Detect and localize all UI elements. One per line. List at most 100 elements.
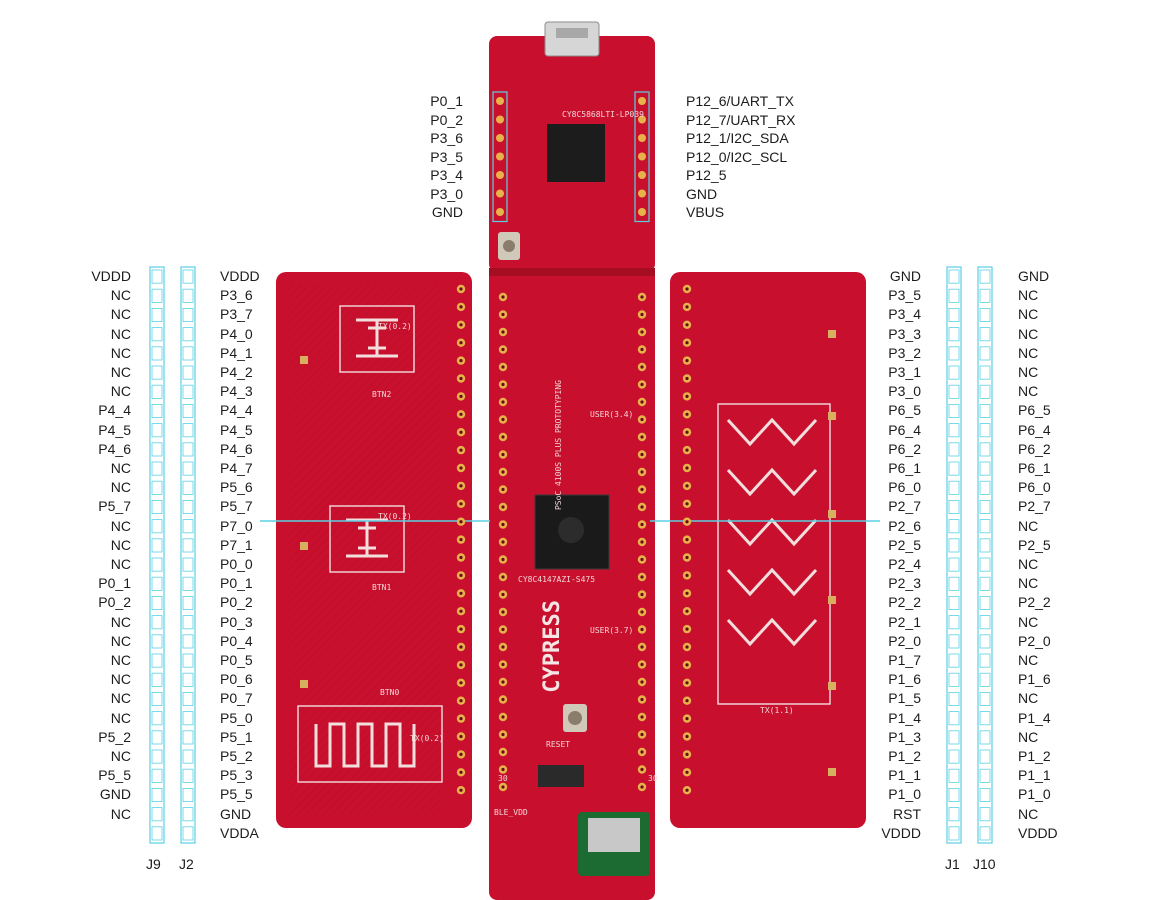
j2-pin-label: P4_0 <box>220 325 253 342</box>
j2-pin-label: P7_0 <box>220 517 253 534</box>
capsense-slider <box>717 403 831 705</box>
j2-title: J2 <box>179 856 194 872</box>
j1-pin-label: P2_7 <box>888 498 921 515</box>
j9-pin-label: P4_4 <box>98 402 131 419</box>
j2-pin-label: P5_6 <box>220 479 253 496</box>
j1-pin-label: P6_4 <box>888 421 921 438</box>
top-right-pin-label: P12_1/I2C_SDA <box>686 130 789 146</box>
j10-pin-label: NC <box>1018 383 1039 400</box>
j9-pin-label: P0_2 <box>98 594 131 611</box>
kit-title-silk: PSoC 4100S PLUS PROTOTYPING <box>554 380 563 511</box>
j10-pin-label: P1_2 <box>1018 748 1051 764</box>
j10-pin-label: NC <box>1018 325 1039 342</box>
j9-pin-label: P0_1 <box>98 575 131 592</box>
j1-pin-label: P2_5 <box>888 536 921 553</box>
btn0-pad <box>297 705 443 783</box>
j1-pin-label: P6_5 <box>888 402 921 419</box>
j9-pin-label: P5_2 <box>98 728 131 745</box>
j10-pin-label: P2_2 <box>1018 594 1051 611</box>
j10-pin-label: NC <box>1018 306 1039 323</box>
j1-pin-label: P2_6 <box>888 517 921 534</box>
j1-pin-label: RST <box>893 805 921 822</box>
j1-pin-label: P1_0 <box>888 786 921 803</box>
j1-pin-label: VDDD <box>881 824 921 841</box>
j9-pin-label: NC <box>110 364 131 380</box>
cypress-logo-text: CYPRESS <box>540 600 565 693</box>
j9-pin-label: NC <box>110 536 131 553</box>
slide-switch <box>538 765 584 787</box>
j9-pin-label: NC <box>110 306 131 323</box>
j10-pin-label: P6_1 <box>1018 460 1051 476</box>
j2-pin-label: P0_2 <box>220 594 253 611</box>
user-switch-label: USER(3.7) <box>590 626 634 635</box>
j2-pin-label: P0_4 <box>220 632 253 649</box>
j9-pin-label: NC <box>110 460 131 476</box>
j1-pin-label: P1_7 <box>888 652 921 668</box>
j1-pin-label: P1_2 <box>888 748 921 764</box>
usb-part-silk: CY8C5868LTI-LP039 <box>562 110 644 119</box>
board-left-pad-column <box>498 292 508 792</box>
j10-pin-label: NC <box>1018 556 1039 572</box>
j1-pin-label: P2_1 <box>888 613 921 630</box>
top-right-pin-label: VBUS <box>686 204 725 220</box>
top-left-pin-label: P3_6 <box>430 130 463 146</box>
j2-pin-label: P5_5 <box>220 786 253 803</box>
j9-pin-label: NC <box>110 287 131 304</box>
j2-pin-label: P0_5 <box>220 652 253 668</box>
j9-pin-label: NC <box>110 690 131 707</box>
tx11-label: TX(1.1) <box>760 706 794 715</box>
j10-pin-label: NC <box>1018 728 1039 745</box>
j10-title: J10 <box>973 856 996 872</box>
j9-pin-label: NC <box>110 517 131 534</box>
top-right-pin-label: GND <box>686 185 718 202</box>
j2-pin-label: P4_5 <box>220 421 253 438</box>
j2-pin-label: P5_2 <box>220 748 253 764</box>
j10-pin-label: P1_6 <box>1018 671 1051 688</box>
j10-pin-label: P2_7 <box>1018 498 1051 515</box>
top-left-pin-label: P3_4 <box>430 167 463 183</box>
j2-pin-label: P5_7 <box>220 498 253 515</box>
j1-pin-label: P6_1 <box>888 460 921 476</box>
j9-pin-label: NC <box>110 383 131 400</box>
tx02-label-bottom: TX(0.2) <box>410 734 444 743</box>
j9-pin-label: P5_7 <box>98 498 131 515</box>
left-panel-pad-column <box>456 284 466 795</box>
tx02-label-mid: TX(0.2) <box>378 512 412 521</box>
j9-pin-label: NC <box>110 632 131 649</box>
j10-pin-label: NC <box>1018 364 1039 380</box>
j9-pin-label: P5_5 <box>98 767 131 784</box>
top-left-pin-label: GND <box>431 204 463 220</box>
j1-header-strip <box>946 266 962 844</box>
top-left-header-strip <box>492 91 508 223</box>
j2-pin-label: P3_7 <box>220 306 253 323</box>
j2-pin-label: P0_1 <box>220 575 253 592</box>
board-right-pad-column <box>637 292 647 792</box>
j9-title: J9 <box>146 856 161 872</box>
main-part-silk: CY8C4147AZI-S475 <box>518 575 596 584</box>
j2-pin-label: VDDD <box>220 268 260 284</box>
j2-pin-label: P5_0 <box>220 709 253 726</box>
j2-pin-label: P4_1 <box>220 344 253 361</box>
j2-pin-label: P4_2 <box>220 364 253 380</box>
top-right-pin-label: P12_0/I2C_SCL <box>686 148 788 165</box>
j10-pin-label: NC <box>1018 690 1039 707</box>
top-left-pin-label: P0_1 <box>430 93 463 109</box>
j9-pin-label: NC <box>110 325 131 342</box>
j10-pin-label: NC <box>1018 613 1039 630</box>
j9-pin-label: NC <box>110 344 131 361</box>
j10-pin-label: P1_1 <box>1018 767 1051 784</box>
top-right-header-strip <box>634 91 650 223</box>
top-left-pin-label: P3_0 <box>430 185 463 202</box>
j2-pin-label: P4_7 <box>220 460 253 476</box>
j10-pin-label: P6_2 <box>1018 440 1051 457</box>
top-right-pin-label: P12_5 <box>686 167 727 183</box>
j10-pin-label: VDDD <box>1018 824 1058 841</box>
j10-pin-label: P6_5 <box>1018 402 1051 419</box>
j9-pin-label: NC <box>110 671 131 688</box>
j9-pin-label: NC <box>110 709 131 726</box>
reset-label: RESET <box>546 740 571 749</box>
top-left-pin-label: P3_5 <box>430 148 463 165</box>
usb-connector <box>544 21 600 57</box>
j9-pin-label: GND <box>99 786 131 803</box>
